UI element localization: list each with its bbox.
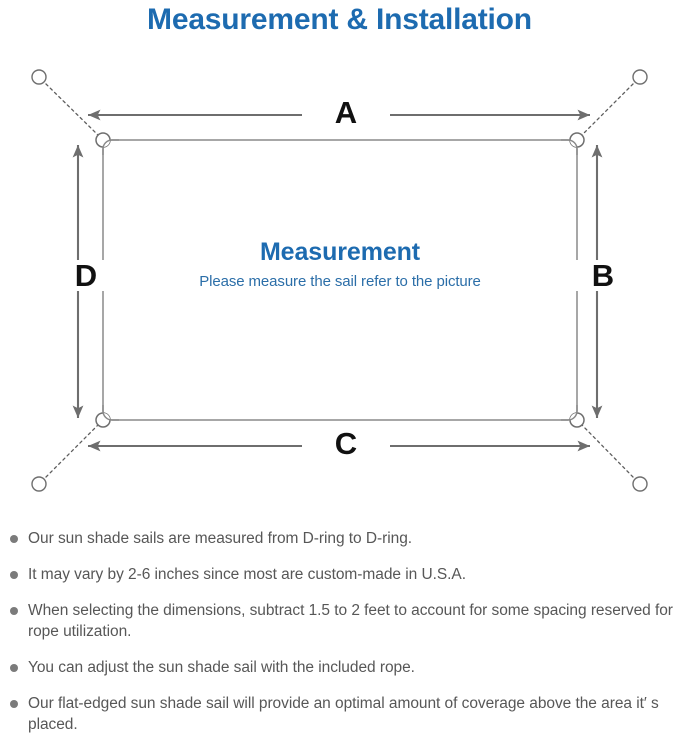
note-text: It may vary by 2-6 inches since most are… bbox=[28, 566, 466, 583]
rope-top-right bbox=[580, 83, 634, 137]
note-item: It may vary by 2-6 inches since most are… bbox=[0, 564, 679, 585]
page-title: Measurement & Installation bbox=[147, 3, 532, 36]
dimension-label-a: A bbox=[302, 97, 390, 128]
notes-list: Our sun shade sails are measured from D-… bbox=[0, 528, 679, 735]
bullet-icon bbox=[10, 664, 18, 672]
note-text: Our flat-edged sun shade sail will provi… bbox=[28, 695, 659, 733]
rope-lines bbox=[45, 83, 634, 478]
bullet-icon bbox=[10, 571, 18, 579]
rope-top-left bbox=[45, 83, 100, 137]
rope-bottom-right bbox=[580, 423, 634, 478]
note-text: Our sun shade sails are measured from D-… bbox=[28, 530, 413, 547]
note-item: Our flat-edged sun shade sail will provi… bbox=[0, 693, 679, 735]
d-ring-mask-tr bbox=[570, 140, 577, 147]
sail-corner-restroke bbox=[102, 139, 578, 421]
bullet-icon bbox=[10, 535, 18, 543]
d-ring-mask-br bbox=[570, 413, 577, 420]
note-item: When selecting the dimensions, subtract … bbox=[0, 600, 679, 642]
rope-bottom-left bbox=[45, 423, 100, 478]
sail-rectangle bbox=[102, 139, 578, 421]
d-ring-masks bbox=[103, 140, 577, 420]
bullet-icon bbox=[10, 700, 18, 708]
anchor-ring-top-left bbox=[31, 69, 47, 85]
anchor-rings bbox=[31, 69, 648, 492]
anchor-ring-bottom-left bbox=[31, 476, 47, 492]
note-item: Our sun shade sails are measured from D-… bbox=[0, 528, 679, 549]
anchor-ring-top-right bbox=[632, 69, 648, 85]
note-text: You can adjust the sun shade sail with t… bbox=[28, 659, 415, 676]
d-ring-mask-tl bbox=[103, 140, 110, 147]
dimension-label-b: B bbox=[573, 260, 633, 291]
d-ring-mask-bl bbox=[103, 413, 110, 420]
dimension-label-c: C bbox=[302, 428, 390, 459]
note-text: When selecting the dimensions, subtract … bbox=[28, 602, 673, 640]
note-item: You can adjust the sun shade sail with t… bbox=[0, 657, 679, 678]
bullet-icon bbox=[10, 607, 18, 615]
sail-measurement-diagram: A B C D Measurement Please measure the s… bbox=[0, 52, 679, 520]
dimension-label-d: D bbox=[56, 260, 116, 291]
anchor-ring-bottom-right bbox=[632, 476, 648, 492]
